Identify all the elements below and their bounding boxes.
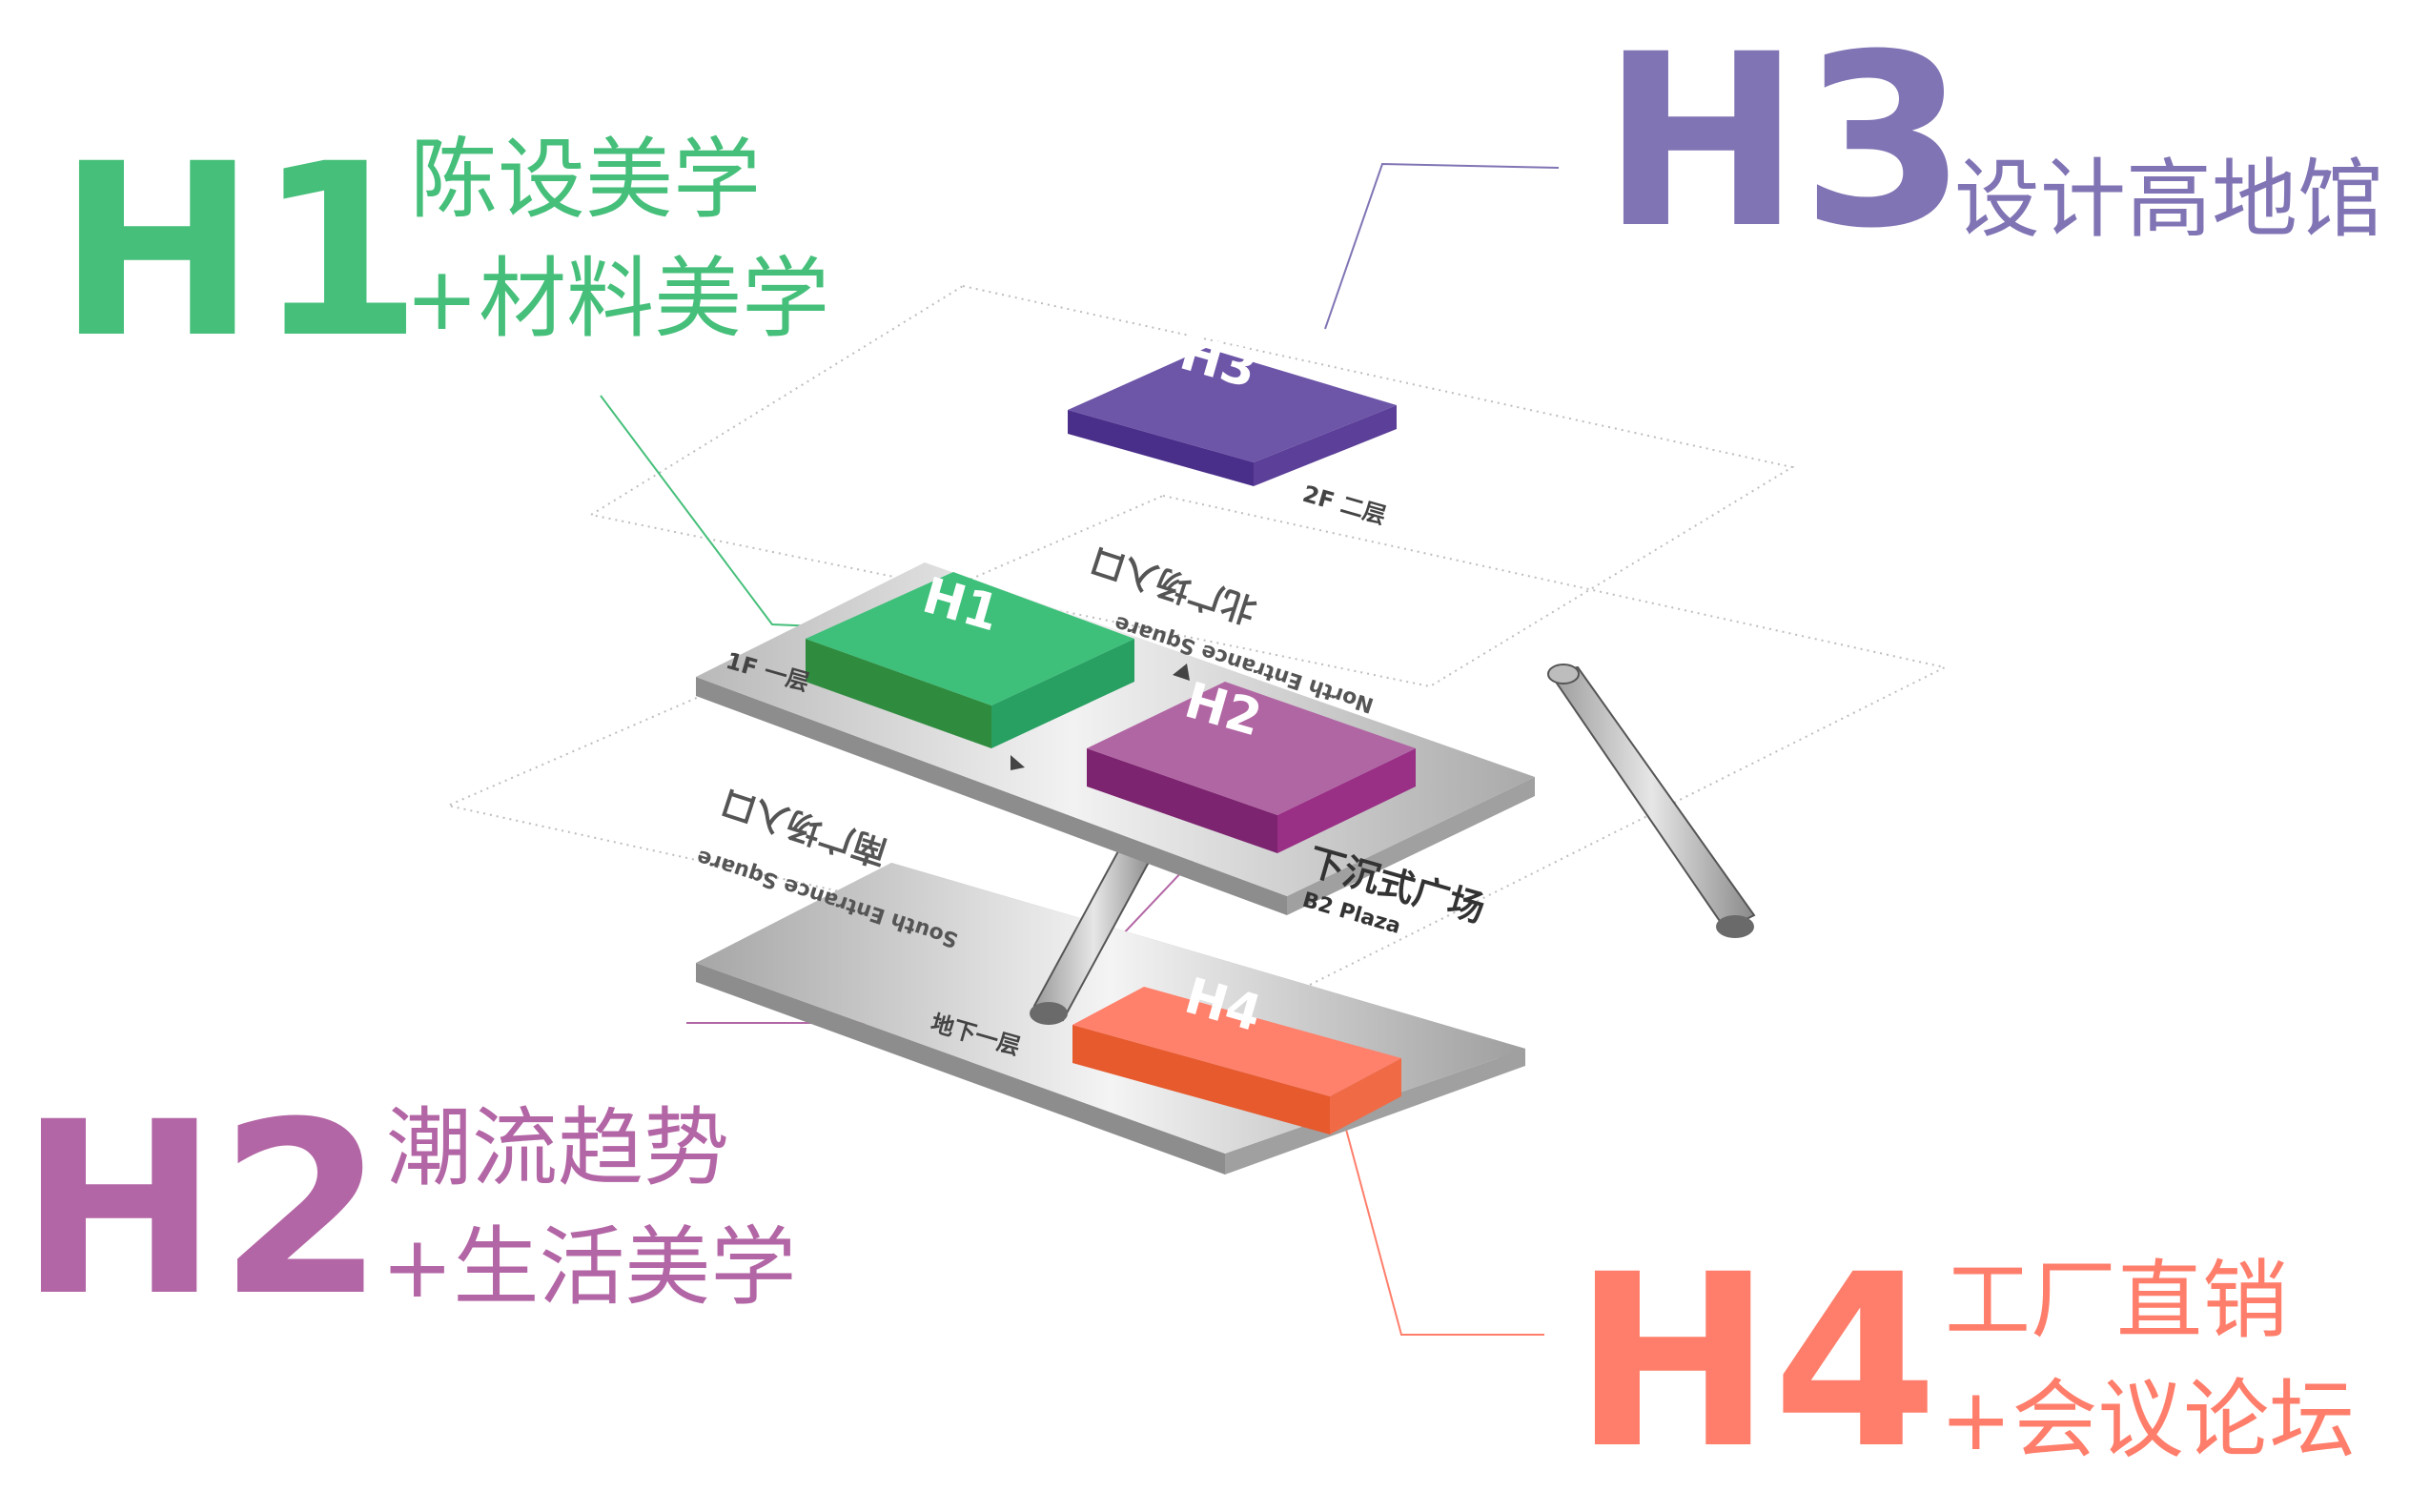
hall-desc-h3-line1: 设计高地馆 [1954, 150, 2383, 250]
hall-desc-h2-line1: 潮流趋势 [386, 1098, 729, 1198]
hall-desc-h1-line2: +材料美学 [405, 248, 829, 350]
leader-line-h1 [600, 395, 888, 630]
leader-line-h4 [1334, 1086, 1544, 1336]
hall-desc-h2-line2: +生活美学 [381, 1217, 796, 1318]
hall-title-h1: H1 [57, 112, 422, 390]
hall-title-h4: H4 [1573, 1223, 1938, 1501]
hall-desc-h1-line1: 陈设美学 [410, 129, 761, 231]
arrow-up-icon [1173, 664, 1190, 681]
hall-desc-h4-line1: 工厂直销 [1945, 1251, 2288, 1351]
floor-label-2f: 2F 二层 [1299, 480, 1389, 530]
hall-block-h3[interactable]: H3 [1068, 324, 1397, 486]
hall-title-h3: H3 [1602, 3, 1967, 280]
arrow-down-icon [1011, 755, 1025, 770]
hall-title-h2: H2 [19, 1071, 384, 1348]
escalator-long-icon [1547, 664, 1756, 938]
north-entrance-cn: 北广场入口 [1086, 540, 1261, 630]
hall-desc-h4-line2: +会议论坛 [1940, 1370, 2355, 1470]
leader-line-h3 [1324, 162, 1560, 330]
